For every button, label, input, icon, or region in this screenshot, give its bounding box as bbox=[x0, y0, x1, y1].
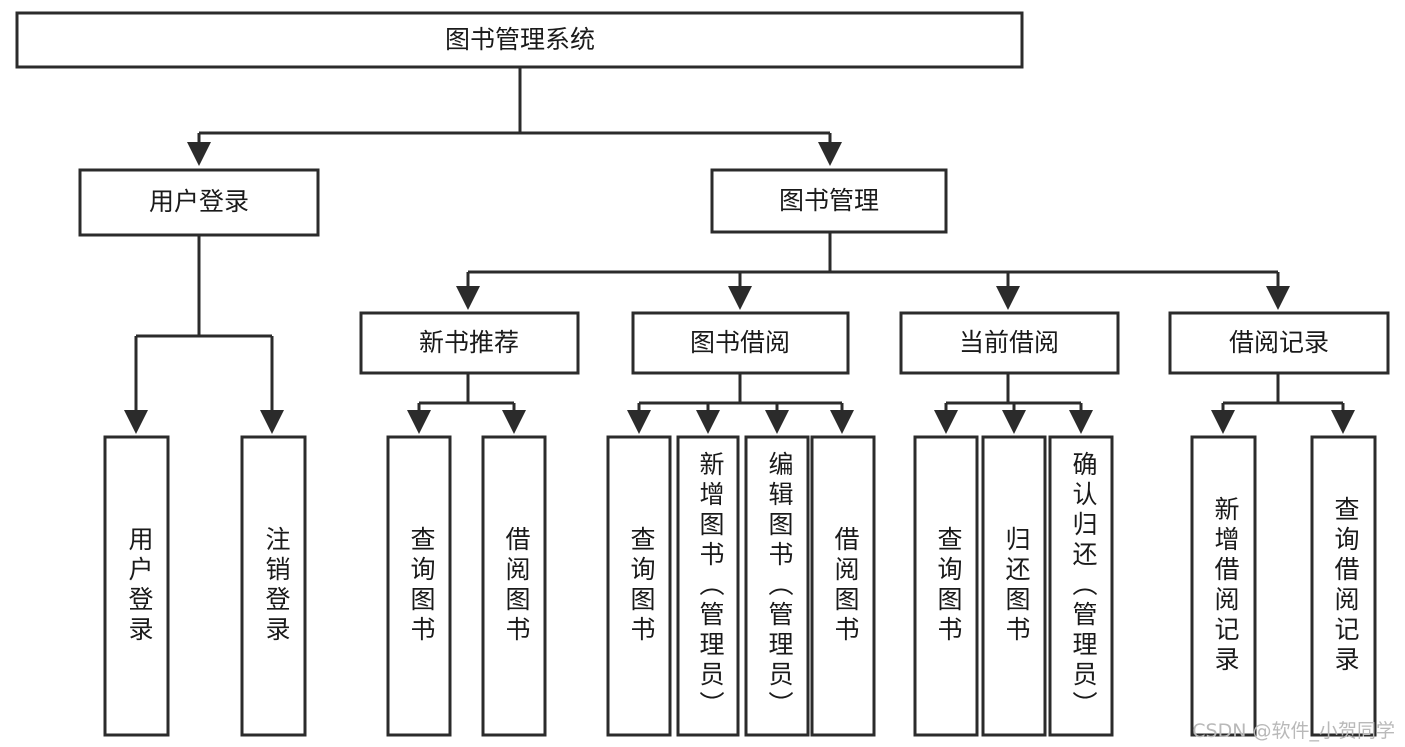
node-leaf-add-record[interactable]: 新增借阅记录 bbox=[1190, 435, 1257, 737]
node-leaf-query-book-3[interactable]: 查询图书 bbox=[913, 435, 979, 737]
node-root-box[interactable] bbox=[15, 11, 1024, 69]
node-leaf-edit-book[interactable]: 编辑图书（管理员） bbox=[744, 435, 810, 737]
node-new-book-recommend[interactable]: 新书推荐 bbox=[359, 311, 580, 375]
connector-layer bbox=[124, 67, 1355, 434]
node-leaf-query-record[interactable]: 查询借阅记录 bbox=[1310, 435, 1377, 737]
node-book-borrow[interactable]: 图书借阅 bbox=[631, 311, 850, 375]
node-leaf-borrow-book-1-box[interactable] bbox=[481, 435, 547, 737]
node-leaf-return-book[interactable]: 归还图书 bbox=[981, 435, 1047, 737]
node-leaf-borrow-book-1[interactable]: 借阅图书 bbox=[481, 435, 547, 737]
node-leaf-query-record-box[interactable] bbox=[1310, 435, 1377, 737]
node-leaf-add-book-box[interactable] bbox=[676, 435, 740, 737]
node-user-login-label: 用户登录 bbox=[149, 187, 249, 216]
node-leaf-add-book[interactable]: 新增图书（管理员） bbox=[676, 435, 740, 737]
node-book-management[interactable]: 图书管理 bbox=[710, 168, 948, 234]
node-borrow-record-label: 借阅记录 bbox=[1229, 328, 1329, 357]
node-leaf-query-book-2-label: 查询图书 bbox=[627, 526, 656, 646]
node-leaf-confirm-return[interactable]: 确认归还（管理员） bbox=[1048, 435, 1114, 737]
node-current-borrow-box[interactable] bbox=[899, 311, 1120, 375]
node-borrow-record[interactable]: 借阅记录 bbox=[1168, 311, 1390, 375]
node-leaf-query-book-1[interactable]: 查询图书 bbox=[386, 435, 452, 737]
node-leaf-query-book-1-label: 查询图书 bbox=[407, 526, 436, 646]
node-leaf-borrow-book-2[interactable]: 借阅图书 bbox=[810, 435, 876, 737]
node-leaf-add-record-box[interactable] bbox=[1190, 435, 1257, 737]
node-current-borrow-label: 当前借阅 bbox=[959, 328, 1059, 357]
node-leaf-return-book-box[interactable] bbox=[981, 435, 1047, 737]
node-leaf-user-login-label: 用户登录 bbox=[125, 526, 154, 646]
node-leaf-user-login[interactable]: 用户登录 bbox=[103, 435, 170, 737]
node-leaf-logout-login-box[interactable] bbox=[240, 435, 307, 737]
node-leaf-query-book-1-box[interactable] bbox=[386, 435, 452, 737]
node-leaf-add-record-label: 新增借阅记录 bbox=[1211, 496, 1240, 676]
node-book-borrow-box[interactable] bbox=[631, 311, 850, 375]
node-leaf-query-book-3-box[interactable] bbox=[913, 435, 979, 737]
node-leaf-borrow-book-2-label: 借阅图书 bbox=[831, 526, 860, 646]
node-leaf-query-book-3-label: 查询图书 bbox=[934, 526, 963, 646]
node-leaf-edit-book-box[interactable] bbox=[744, 435, 810, 737]
node-leaf-edit-book-label: 编辑图书（管理员） bbox=[765, 451, 794, 721]
node-current-borrow[interactable]: 当前借阅 bbox=[899, 311, 1120, 375]
node-new-book-recommend-box[interactable] bbox=[359, 311, 580, 375]
node-book-borrow-label: 图书借阅 bbox=[690, 328, 790, 357]
node-leaf-logout-login-label: 注销登录 bbox=[262, 526, 291, 646]
node-leaf-return-book-label: 归还图书 bbox=[1002, 526, 1031, 646]
node-root-label: 图书管理系统 bbox=[445, 25, 595, 54]
node-leaf-add-book-label: 新增图书（管理员） bbox=[696, 451, 725, 721]
node-user-login[interactable]: 用户登录 bbox=[78, 168, 320, 237]
node-leaf-confirm-return-box[interactable] bbox=[1048, 435, 1114, 737]
node-leaf-query-book-2[interactable]: 查询图书 bbox=[606, 435, 672, 737]
node-borrow-record-box[interactable] bbox=[1168, 311, 1390, 375]
node-root[interactable]: 图书管理系统 bbox=[15, 11, 1024, 69]
node-leaf-borrow-book-1-label: 借阅图书 bbox=[502, 526, 531, 646]
node-leaf-query-book-2-box[interactable] bbox=[606, 435, 672, 737]
node-leaf-borrow-book-2-box[interactable] bbox=[810, 435, 876, 737]
node-book-management-box[interactable] bbox=[710, 168, 948, 234]
node-leaf-logout-login[interactable]: 注销登录 bbox=[240, 435, 307, 737]
node-leaf-user-login-box[interactable] bbox=[103, 435, 170, 737]
node-user-login-box[interactable] bbox=[78, 168, 320, 237]
node-leaf-query-record-label: 查询借阅记录 bbox=[1331, 496, 1360, 676]
node-book-management-label: 图书管理 bbox=[779, 186, 879, 215]
node-new-book-recommend-label: 新书推荐 bbox=[419, 328, 519, 357]
node-leaf-confirm-return-label: 确认归还（管理员） bbox=[1069, 451, 1098, 721]
